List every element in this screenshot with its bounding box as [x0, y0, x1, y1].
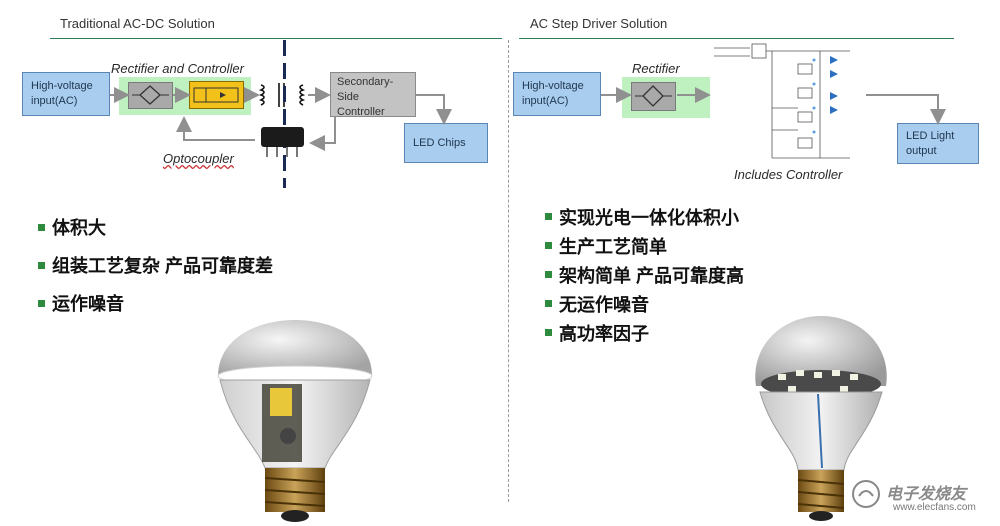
right-input-box: High-voltage input(AC): [513, 72, 601, 116]
bullet-square-icon: [38, 261, 45, 269]
list-item: 实现光电一体化体积小: [545, 202, 744, 231]
includes-controller-label: Includes Controller: [734, 167, 843, 182]
right-flow-arrows: [601, 87, 946, 125]
bullet-square-icon: [545, 329, 552, 336]
list-item: 运作噪音: [38, 284, 273, 322]
traditional-led-bulb-image: [217, 320, 373, 522]
left-panel-title: Traditional AC-DC Solution: [60, 16, 215, 31]
right-title-rule: [519, 38, 954, 39]
integrated-led-bulb-image: [755, 316, 887, 521]
bullet-square-icon: [545, 300, 552, 307]
bullet-square-icon: [545, 242, 552, 249]
bullet-square-icon: [38, 299, 45, 307]
led-chips-box: LED Chips: [404, 123, 488, 163]
right-panel-title: AC Step Driver Solution: [530, 16, 668, 31]
watermark-logo-icon: [850, 478, 882, 515]
list-item: 无运作噪音: [545, 289, 744, 318]
watermark-logo-text: 电子发烧友: [886, 486, 967, 503]
left-title-rule: [50, 38, 502, 39]
list-item: 架构简单 产品可靠度高: [545, 260, 744, 289]
left-bullet-list: 体积大 组装工艺复杂 产品可靠度差 运作噪音: [38, 208, 273, 322]
driver-schematic-icon: [714, 43, 850, 159]
optocoupler-icon: [255, 121, 310, 159]
bridge-rectifier-icon: [128, 82, 173, 109]
list-item: 生产工艺简单: [545, 231, 744, 260]
list-item: 高功率因子: [545, 318, 744, 347]
right-bullet-list: 实现光电一体化体积小 生产工艺简单 架构简单 产品可靠度高 无运作噪音 高功率因…: [545, 202, 744, 347]
watermark-url: www.elecfans.com: [893, 502, 976, 513]
list-item: 体积大: [38, 208, 273, 246]
optocoupler-label: Optocoupler: [163, 151, 234, 166]
secondary-side-controller-box: Secondary-Side Controller: [330, 72, 416, 118]
bridge-rectifier-icon: [631, 82, 676, 111]
bullet-square-icon: [38, 223, 45, 231]
bullet-square-icon: [545, 271, 552, 278]
list-item: 组装工艺复杂 产品可靠度差: [38, 246, 273, 284]
rectifier-controller-label: Rectifier and Controller: [111, 61, 244, 76]
led-light-output-box: LED Light output: [897, 123, 979, 164]
isolation-barrier-line: [283, 40, 286, 188]
left-flow-arrows: [110, 87, 452, 151]
left-input-box: High-voltage input(AC): [22, 72, 110, 116]
controller-circuit-icon: [189, 81, 244, 109]
panel-divider: [508, 40, 509, 502]
rectifier-label: Rectifier: [632, 61, 680, 76]
bullet-square-icon: [545, 213, 552, 220]
